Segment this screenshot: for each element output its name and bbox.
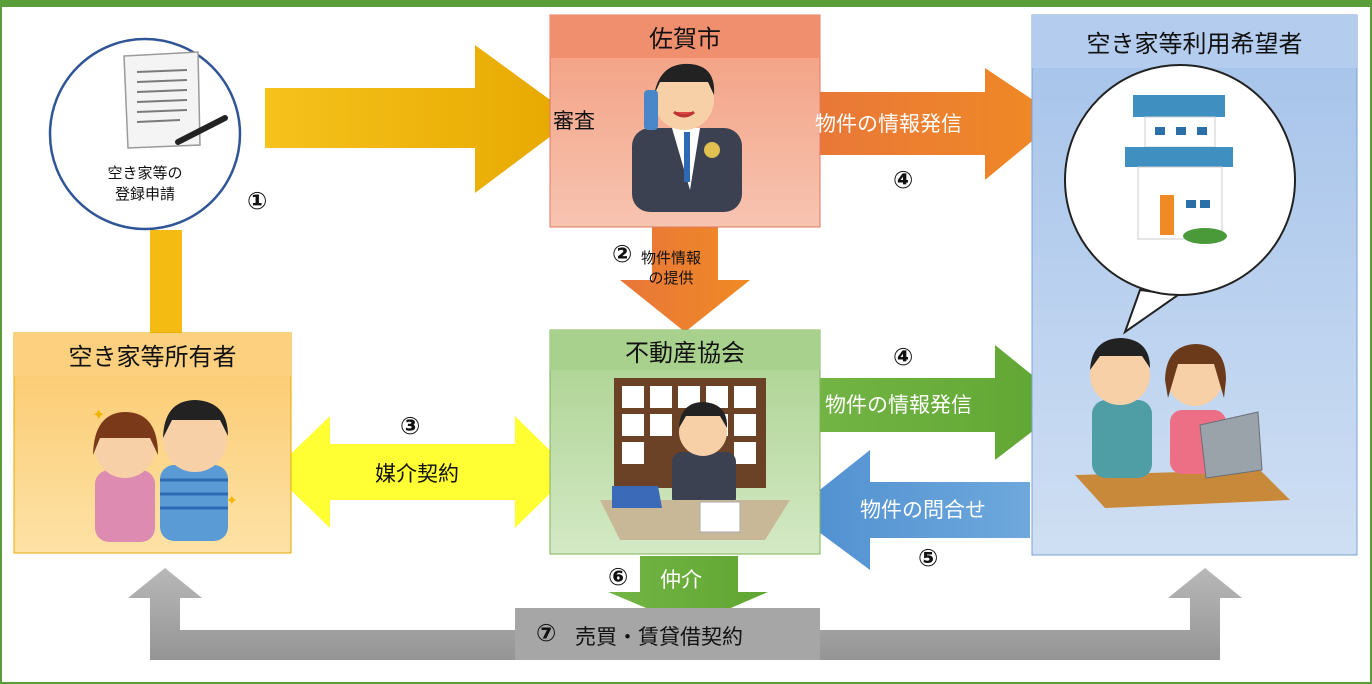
seekers-header: [1032, 15, 1357, 68]
city-to-realtor-label: 物件情報 の提供: [641, 249, 702, 287]
city-to-seekers-step: ④: [893, 166, 914, 194]
contract-arrow: [128, 568, 1242, 660]
inquiry-label: 物件の問合せ: [860, 498, 986, 522]
realtor-office-illustration: [600, 378, 790, 540]
review-label: 審査: [553, 109, 595, 133]
house-icon: [1125, 95, 1233, 244]
city-title-wrap: 佐賀市: [550, 15, 820, 58]
mediation-label: 仲介: [660, 568, 702, 592]
owners-title: 空き家等所有者: [68, 343, 237, 371]
application-step-number: ①: [247, 187, 268, 215]
contract-step: ⑦: [536, 619, 557, 647]
svg-text:✦: ✦: [226, 493, 238, 509]
realtor-title-wrap: 不動産協会: [550, 330, 820, 370]
mediation-step: ⑥: [608, 563, 629, 591]
city-to-realtor-arrow: [620, 220, 750, 332]
seekers-title: 空き家等利用希望者: [1086, 30, 1303, 58]
city-to-seekers-arrow: [795, 68, 1060, 180]
owners-title-wrap: 空き家等所有者: [14, 333, 291, 376]
city-to-seekers-label: 物件の情報発信: [815, 112, 962, 136]
brokerage-label: 媒介契約: [375, 462, 459, 486]
brokerage-step: ③: [400, 412, 421, 440]
city-title: 佐賀市: [649, 25, 721, 53]
inquiry-arrow: [792, 450, 1030, 570]
inquiry-step: ⑤: [918, 544, 939, 572]
owners-couple-illustration: ✦ ✦: [92, 400, 238, 542]
brokerage-double-arrow: [272, 416, 572, 528]
city-officer-illustration: [632, 63, 742, 212]
realtor-header: [550, 330, 820, 370]
owners-header: [14, 333, 291, 376]
seekers-couple-illustration: [1075, 338, 1290, 508]
svg-text:✦: ✦: [92, 405, 105, 424]
seekers-title-wrap: 空き家等利用希望者: [1032, 15, 1357, 68]
application-label: 空き家等の 登録申請: [107, 164, 183, 203]
realtor-to-seekers-arrow: [806, 345, 1068, 460]
document-icon: [123, 51, 228, 149]
realtor-to-seekers-label: 物件の情報発信: [825, 393, 972, 417]
city-to-realtor-step: ②: [612, 240, 633, 268]
application-arrow: [265, 45, 575, 193]
contract-label-box: [515, 608, 820, 660]
owner-connector-arrow: [150, 230, 182, 336]
city-header: [550, 15, 820, 58]
contract-label: 売買・賃貸借契約: [575, 625, 743, 649]
realtor-title: 不動産協会: [625, 338, 745, 367]
realtor-to-seekers-step: ④: [893, 343, 914, 371]
